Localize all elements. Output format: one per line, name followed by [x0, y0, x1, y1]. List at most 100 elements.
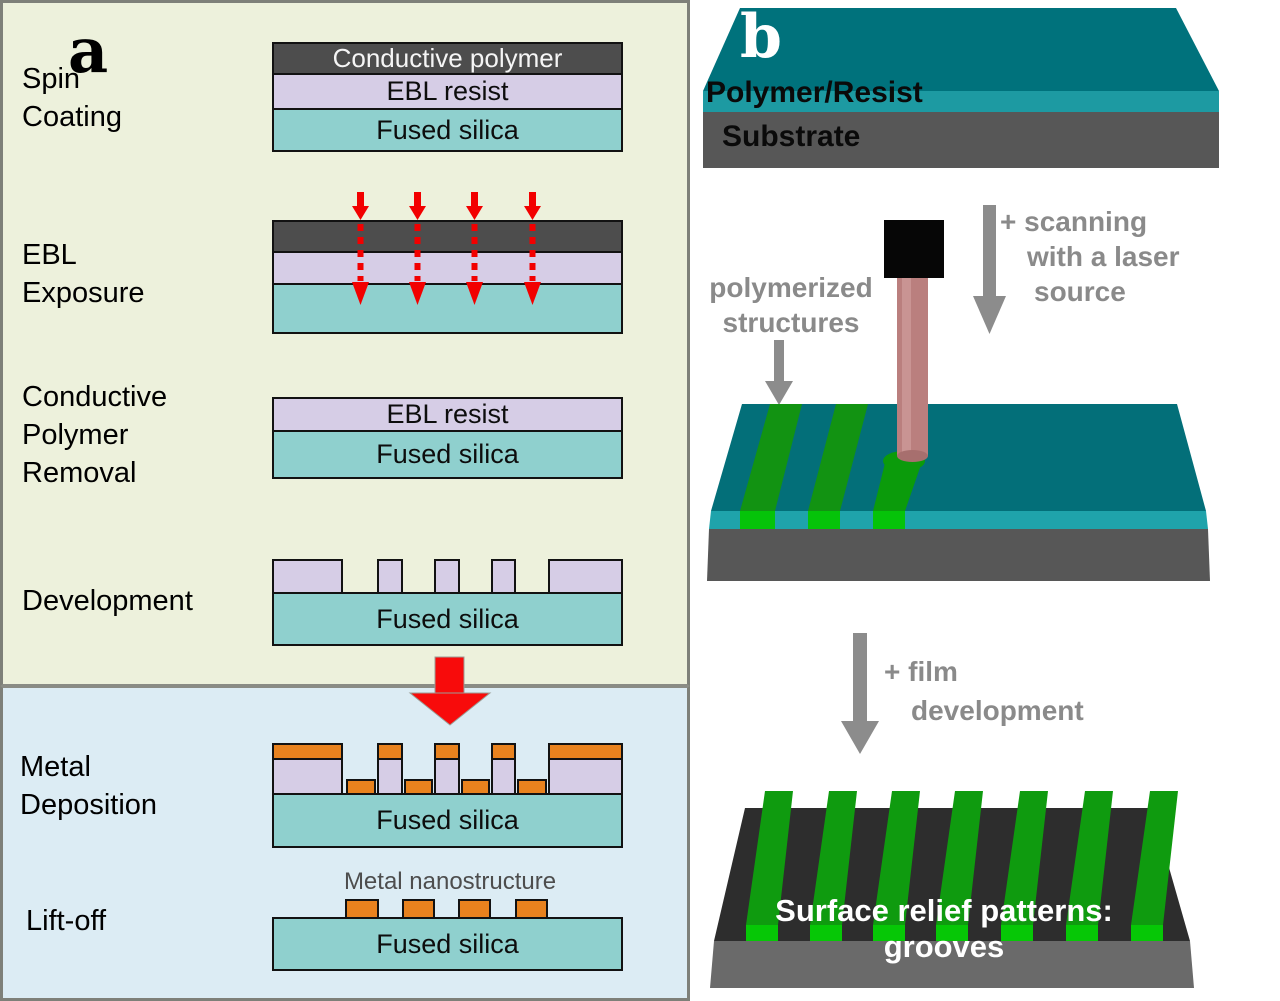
laser-objective-icon	[884, 220, 944, 278]
red-arrowhead-icon	[408, 692, 492, 726]
beam-arrowhead-icon	[466, 282, 483, 305]
annotation-line: source	[1034, 276, 1126, 307]
beam-shaft	[529, 192, 536, 207]
layer-ebl-resist: EBL resist	[272, 73, 623, 110]
resist-block	[377, 758, 403, 795]
substrate-front-face	[703, 112, 1219, 168]
laser-beam-highlight	[902, 272, 911, 456]
step-label-lift-off: Lift-off	[26, 905, 107, 937]
written-stripe-partial	[873, 459, 923, 511]
step-label-line: Removal	[22, 457, 137, 489]
slab-laser-writing	[707, 404, 1210, 581]
slab-surface-relief	[710, 791, 1194, 988]
resist-block	[377, 559, 403, 594]
resist-block	[272, 758, 343, 795]
polymerized-structures-arrow-icon	[765, 340, 793, 405]
groove-ridge-top	[746, 791, 793, 925]
beam-arrowhead-icon	[409, 206, 426, 220]
written-stripe-front	[740, 511, 775, 529]
metal-nanostructure-label: Metal nanostructure	[343, 868, 557, 895]
ebl-beam-arrow	[352, 192, 369, 305]
panel-b-graphics	[703, 8, 1219, 988]
groove-ridge-front	[873, 925, 905, 941]
resist-block	[491, 758, 516, 795]
beam-arrowhead-icon	[352, 282, 369, 305]
polymer-front-face	[703, 91, 1219, 112]
groove-ridge-top	[936, 791, 983, 925]
beam-arrowhead-icon	[524, 282, 541, 305]
substrate-front-face	[707, 529, 1210, 581]
step-label-line: Spin	[22, 63, 81, 95]
ebl-beam-arrow	[466, 192, 483, 305]
laser-source	[884, 220, 944, 462]
scanning-arrow-icon	[973, 205, 1006, 334]
resist-block	[434, 758, 460, 795]
arrowhead-icon	[973, 296, 1006, 334]
panel-a-letter: a	[68, 14, 109, 87]
panel-b-letter: b	[740, 2, 782, 72]
resist-block	[272, 559, 343, 594]
groove-ridge-front	[1131, 925, 1163, 941]
step-label-line: Conductive	[22, 381, 168, 413]
written-stripe-front	[808, 511, 840, 529]
groove-ridge-top	[810, 791, 857, 925]
resist-block	[548, 758, 623, 795]
substrate-label: Substrate	[722, 120, 861, 153]
written-stripe-top	[808, 404, 868, 511]
layer-fused-silica: Fused silica	[272, 430, 623, 479]
groove-ridge-top	[1131, 791, 1178, 925]
arrow-shaft	[774, 340, 784, 382]
polymer-top-face	[703, 8, 1219, 91]
ebl-exposure-beam-arrows	[352, 192, 541, 305]
arrowhead-icon	[841, 721, 879, 754]
red-arrow-shaft	[434, 656, 465, 696]
surface-relief-label: Surface relief patterns: grooves	[775, 893, 1113, 964]
polymer-resist-label: Polymer/Resist	[706, 76, 923, 109]
resist-block	[434, 559, 460, 594]
metal-nanostructure-block	[345, 899, 379, 919]
scanning-annotation: + scanning with a laser source	[1000, 204, 1180, 309]
layer-fused-silica	[272, 283, 623, 334]
layer-fused-silica: Fused silica	[272, 592, 623, 646]
metal-nanostructure-block	[458, 899, 491, 919]
beam-shaft	[471, 192, 478, 207]
arrowhead-icon	[765, 381, 793, 405]
written-stripe-front	[873, 511, 905, 529]
polymerized-structures-annotation: polymerized structures	[705, 270, 877, 340]
step-label-development: Development	[22, 585, 193, 617]
step-label-spin-coating: Spin Coating	[22, 60, 122, 136]
laser-beam-tip	[897, 450, 928, 462]
process-arrow-red	[408, 656, 492, 726]
step-label-line: Metal	[20, 751, 91, 783]
film-development-arrow-icon	[841, 633, 879, 754]
groove-ridge-top	[873, 791, 920, 925]
metal-nanostructure-block	[402, 899, 435, 919]
slab-front-face	[710, 941, 1194, 988]
step-label-conductive-polymer-removal: Conductive Polymer Removal	[22, 378, 167, 492]
layer-fused-silica: Fused silica	[272, 917, 623, 971]
beam-arrowhead-icon	[524, 206, 541, 220]
annotation-line: + scanning	[1000, 206, 1148, 237]
beam-shaft	[357, 192, 364, 207]
groove-ridge-top	[1066, 791, 1113, 925]
annotation-line: + film	[884, 656, 958, 687]
written-stripe-top	[740, 404, 802, 511]
groove-ridge-front	[746, 925, 778, 941]
step-label-line: Polymer	[22, 419, 129, 451]
groove-ridge-front	[936, 925, 968, 941]
groove-ridge-top	[1001, 791, 1048, 925]
ebl-beam-arrow	[409, 192, 426, 305]
step-label-ebl-exposure: EBL Exposure	[22, 236, 145, 312]
laser-beam	[897, 272, 928, 456]
arrow-shaft	[983, 205, 996, 298]
resist-block	[491, 559, 516, 594]
step-label-line: EBL	[22, 239, 77, 271]
annotation-line: with a laser	[1027, 241, 1180, 272]
layer-fused-silica: Fused silica	[272, 108, 623, 152]
step-label-metal-deposition: Metal Deposition	[20, 748, 157, 824]
step-label-line: Deposition	[20, 789, 158, 821]
layer-conductive-polymer: Conductive polymer	[272, 42, 623, 75]
resist-block	[548, 559, 623, 594]
ebl-beam-arrow	[524, 192, 541, 305]
beam-arrowhead-icon	[466, 206, 483, 220]
